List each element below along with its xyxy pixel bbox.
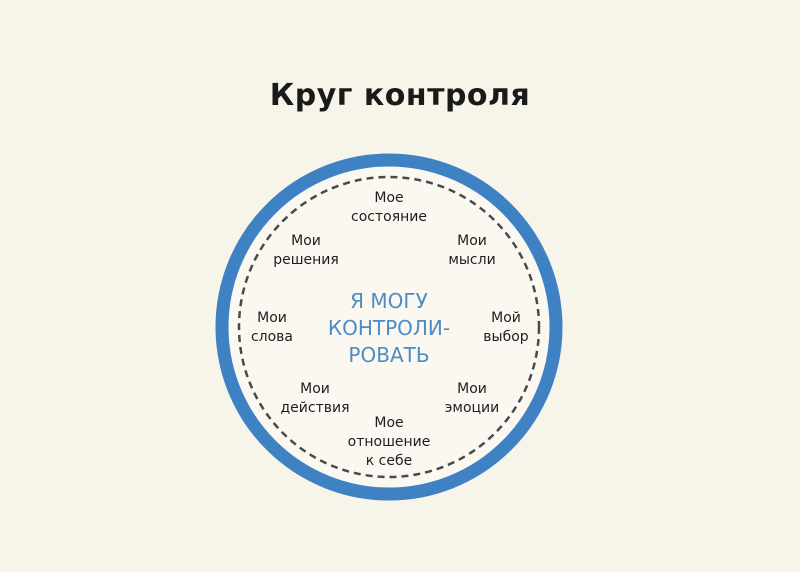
center-line: КОНТРОЛИ- <box>327 316 451 340</box>
page-title: Круг контроля <box>269 78 531 113</box>
center-line: Я МОГУ <box>350 289 428 313</box>
outer-ring <box>215 153 563 501</box>
dashed-ring <box>237 175 541 479</box>
center-text: Я МОГУ КОНТРОЛИ- РОВАТЬ <box>289 288 489 369</box>
center-line: РОВАТЬ <box>348 343 430 367</box>
